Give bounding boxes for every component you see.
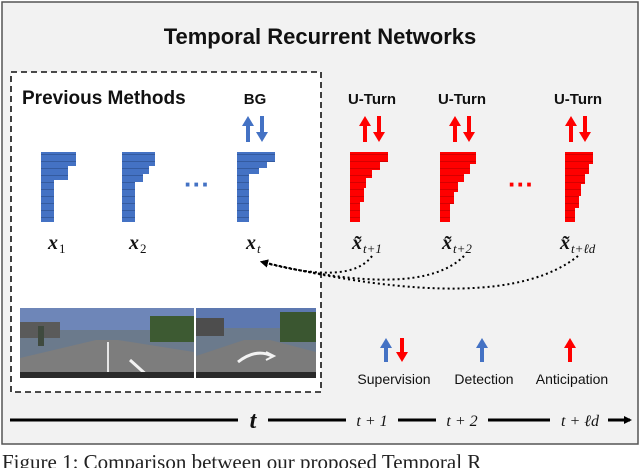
driving-frame-2 [196,308,316,378]
driving-frame-1 [20,308,194,380]
current-frame-up-down-arrows-icon [242,116,268,142]
future-frame-label-2: U-Turn [438,91,486,108]
timeline-tick-1: t + 1 [356,413,387,430]
past-frame-label-1: x1 [47,232,66,256]
future-frame-up-down-arrows-icon-2 [449,116,475,142]
future-frame-variable-1: x̃t+1 [351,232,382,256]
future-frame-variable-3: x̃t+ℓd [559,232,596,256]
future-ellipsis: ··· [508,169,534,199]
figure-caption: Figure 1: Comparison between our propose… [2,450,482,468]
future-frame-up-down-arrows-icon-3 [565,116,591,142]
timeline-tick-2: t + 2 [446,413,477,430]
legend-supervision-icon [380,338,408,362]
legend-label-anticipation: Anticipation [536,371,608,387]
feature-histogram-x2 [122,152,155,222]
future-frame-label-1: U-Turn [348,91,396,108]
previous-methods-label: Previous Methods [22,88,186,109]
past-frame-label-2: x2 [128,232,147,256]
current-frame-variable: xt [245,232,261,256]
feature-histogram-xt [237,152,275,222]
future-frame-variable-2: x̃t+2 [441,232,472,256]
diagram-title: Temporal Recurrent Networks [164,24,477,49]
legend-anticipation-icon [564,338,576,362]
future-histogram-3 [565,152,593,222]
legend-detection-icon [476,338,488,362]
current-frame-label: BG [244,91,267,108]
future-histogram-1 [350,152,388,222]
future-histogram-2 [440,152,476,222]
past-ellipsis: ··· [184,169,210,199]
feature-histogram-x1 [41,152,76,222]
timeline-current: t [250,408,258,434]
feedback-arrows [260,255,579,290]
legend-label-detection: Detection [454,371,513,387]
legend-label-supervision: Supervision [357,371,430,387]
future-frame-label-3: U-Turn [554,91,602,108]
future-frame-up-down-arrows-icon-1 [359,116,385,142]
timeline-tick-3: t + ℓd [561,413,600,430]
